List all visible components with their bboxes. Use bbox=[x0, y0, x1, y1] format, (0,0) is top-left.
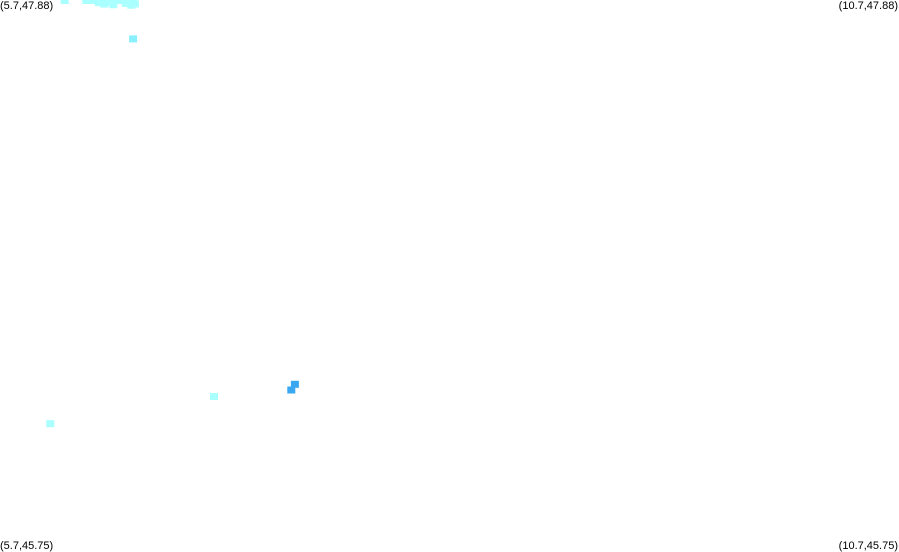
map-cell-light bbox=[94, 0, 103, 7]
map-cell-mid bbox=[129, 35, 138, 43]
coord-label-top-right: (10.7,47.88) bbox=[838, 0, 898, 12]
map-cell-light bbox=[127, 1, 136, 9]
map-cell-light bbox=[46, 420, 55, 428]
map-cell-light bbox=[114, 0, 123, 4]
map-cell-strong bbox=[290, 380, 299, 388]
coord-label-top-left: (5.7,47.88) bbox=[0, 0, 54, 12]
map-cell-light bbox=[210, 393, 218, 400]
map-cell-light bbox=[60, 0, 69, 4]
map-cell-light bbox=[89, 0, 98, 4]
map-cell-light bbox=[109, 1, 118, 9]
coord-label-bottom-right: (10.7,45.75) bbox=[838, 540, 898, 552]
map-cell-light bbox=[82, 0, 91, 4]
map-cell-light bbox=[100, 0, 109, 8]
coord-label-bottom-left: (5.7,45.75) bbox=[0, 540, 54, 552]
map-cell-light bbox=[121, 0, 130, 7]
map-cell-strong bbox=[287, 386, 296, 394]
